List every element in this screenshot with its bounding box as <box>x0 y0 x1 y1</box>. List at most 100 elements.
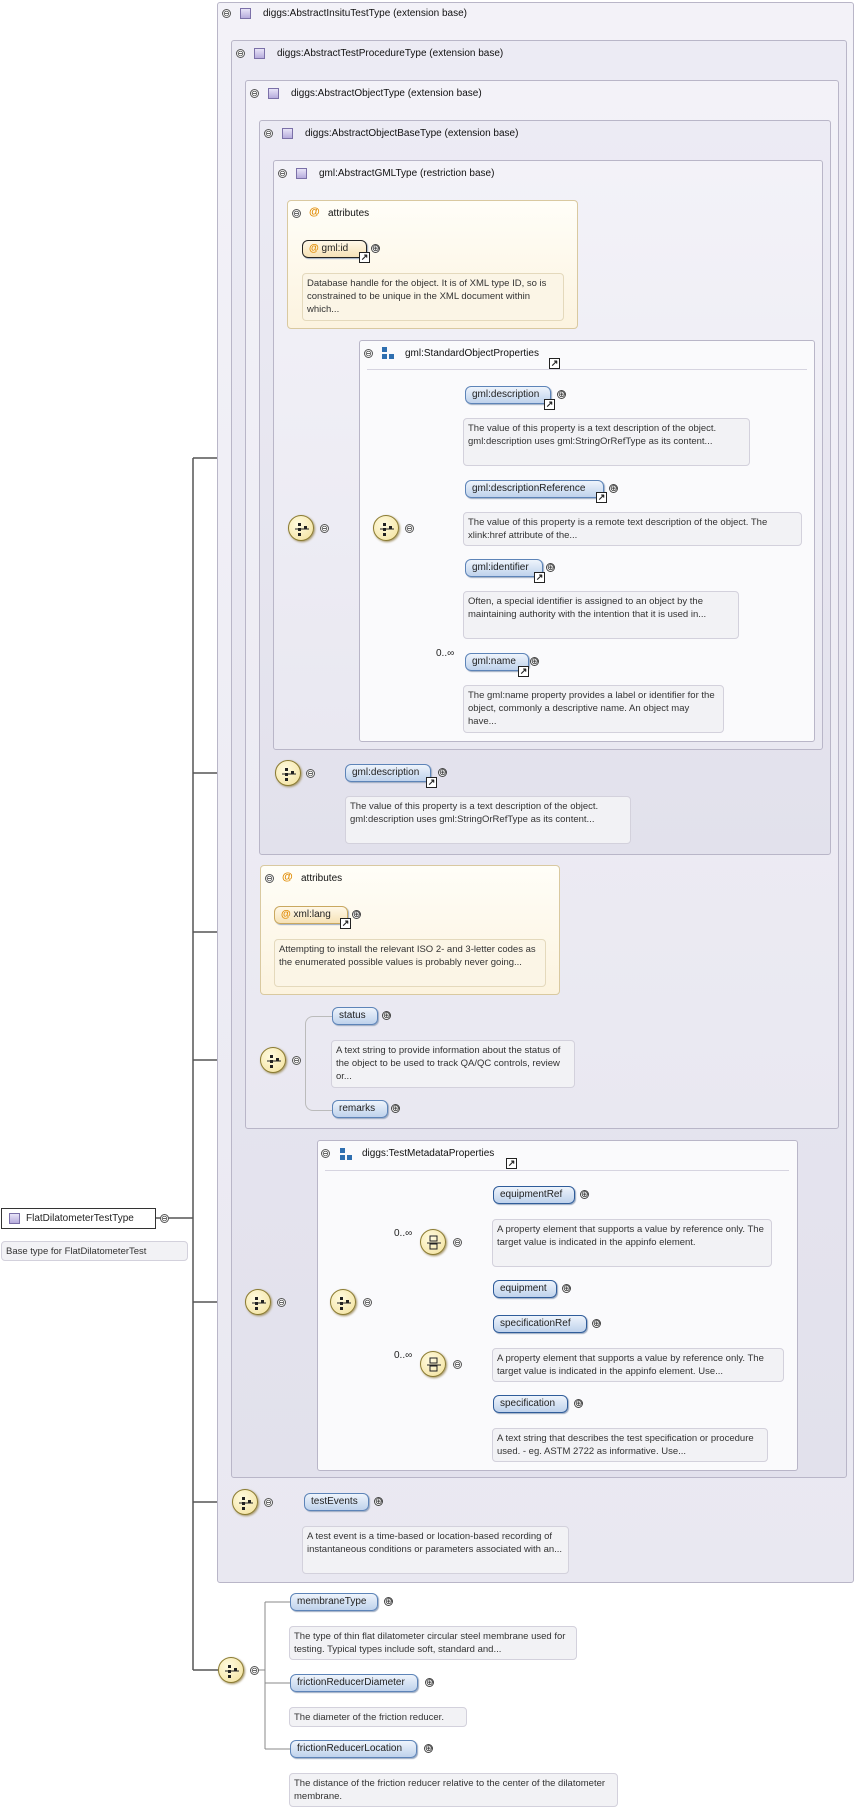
link-arrow-icon[interactable]: ↗ <box>359 252 370 263</box>
collapse-toggle[interactable]: ⊖ <box>453 1360 462 1369</box>
complex-type-icon <box>268 88 279 99</box>
attributes-title: attributes <box>328 208 370 219</box>
expand-plus-icon[interactable]: ⊕ <box>580 1189 589 1199</box>
friction-reducer-location-doc: The distance of the friction reducer rel… <box>289 1773 618 1807</box>
choice-compositor-icon[interactable] <box>420 1229 446 1255</box>
status-doc: A text string to provide information abo… <box>331 1040 575 1088</box>
expand-plus-icon[interactable]: ⊕ <box>562 1283 571 1293</box>
choice-compositor-icon[interactable] <box>420 1351 446 1377</box>
base-label-insitu: diggs:AbstractInsituTestType (extension … <box>263 8 467 19</box>
collapse-toggle[interactable]: ⊖ <box>264 1498 273 1507</box>
attributes-title: attributes <box>301 873 343 884</box>
collapse-toggle[interactable]: ⊖ <box>236 49 245 58</box>
base-label-test-procedure: diggs:AbstractTestProcedureType (extensi… <box>277 48 504 59</box>
expand-plus-icon[interactable]: ⊕ <box>424 1743 433 1753</box>
gml-description-element[interactable]: gml:description <box>465 386 551 404</box>
collapse-toggle[interactable]: ⊖ <box>250 1666 259 1675</box>
complex-type-icon <box>9 1213 20 1224</box>
sequence-compositor-icon[interactable] <box>288 515 314 541</box>
collapse-toggle[interactable]: ⊖ <box>277 1298 286 1307</box>
link-arrow-icon[interactable]: ↗ <box>596 492 607 503</box>
collapse-toggle[interactable]: ⊖ <box>405 524 414 533</box>
friction-reducer-location-element[interactable]: frictionReducerLocation <box>290 1740 417 1758</box>
gml-identifier-element[interactable]: gml:identifier <box>465 559 543 577</box>
complex-type-icon <box>296 168 307 179</box>
sequence-compositor-icon[interactable] <box>245 1289 271 1315</box>
sequence-compositor-icon[interactable] <box>373 515 399 541</box>
sequence-compositor-icon[interactable] <box>218 1657 244 1683</box>
expand-plus-icon[interactable]: ⊕ <box>557 389 566 399</box>
sequence-compositor-icon[interactable] <box>260 1047 286 1073</box>
test-events-element[interactable]: testEvents <box>304 1493 369 1511</box>
root-type-doc: Base type for FlatDilatometerTest <box>1 1241 188 1261</box>
collapse-toggle[interactable]: ⊖ <box>320 524 329 533</box>
collapse-toggle[interactable]: ⊖ <box>321 1149 330 1158</box>
expand-plus-icon[interactable]: ⊕ <box>425 1677 434 1687</box>
expand-plus-icon[interactable]: ⊕ <box>438 767 447 777</box>
membrane-type-doc: The type of thin flat dilatometer circul… <box>289 1626 577 1660</box>
root-type-node[interactable]: FlatDilatometerTestType <box>1 1208 156 1229</box>
link-arrow-icon[interactable]: ↗ <box>534 572 545 583</box>
remarks-element[interactable]: remarks <box>332 1100 388 1118</box>
expand-plus-icon[interactable]: ⊕ <box>352 909 361 919</box>
complex-type-icon <box>282 128 293 139</box>
link-arrow-icon[interactable]: ↗ <box>544 399 555 410</box>
specification-ref-element[interactable]: specificationRef <box>493 1315 587 1333</box>
attribute-icon: @ <box>281 909 291 920</box>
occurrence-label: 0..∞ <box>436 648 455 659</box>
sequence-compositor-icon[interactable] <box>330 1289 356 1315</box>
expand-plus-icon[interactable]: ⊕ <box>592 1318 601 1328</box>
gml-description-reference-element[interactable]: gml:descriptionReference <box>465 480 604 498</box>
membrane-type-element[interactable]: membraneType <box>290 1593 378 1611</box>
gml-id-doc: Database handle for the object. It is of… <box>302 273 564 321</box>
expand-plus-icon[interactable]: ⊕ <box>530 656 539 666</box>
specification-element[interactable]: specification <box>493 1395 568 1413</box>
expand-plus-icon[interactable]: ⊕ <box>374 1496 383 1506</box>
sequence-compositor-icon[interactable] <box>232 1489 258 1515</box>
collapse-toggle[interactable]: ⊖ <box>453 1238 462 1247</box>
expand-plus-icon[interactable]: ⊕ <box>574 1398 583 1408</box>
gml-name-doc: The gml:name property provides a label o… <box>463 685 724 733</box>
collapse-toggle[interactable]: ⊖ <box>363 1298 372 1307</box>
equipment-ref-element[interactable]: equipmentRef <box>493 1186 575 1204</box>
friction-reducer-diameter-doc: The diameter of the friction reducer. <box>289 1707 467 1727</box>
collapse-toggle[interactable]: ⊖ <box>160 1214 169 1223</box>
equipment-element[interactable]: equipment <box>493 1280 557 1298</box>
xml-lang-attribute[interactable]: @ xml:lang <box>274 906 348 924</box>
object-base-description-element[interactable]: gml:description <box>345 764 431 782</box>
collapse-toggle[interactable]: ⊖ <box>265 874 274 883</box>
expand-plus-icon[interactable]: ⊕ <box>382 1010 391 1020</box>
attribute-name: xml:lang <box>293 909 331 920</box>
link-arrow-icon[interactable]: ↗ <box>426 777 437 788</box>
gml-identifier-doc: Often, a special identifier is assigned … <box>463 591 739 639</box>
collapse-toggle[interactable]: ⊖ <box>250 89 259 98</box>
link-arrow-icon[interactable]: ↗ <box>506 1158 517 1169</box>
friction-reducer-diameter-element[interactable]: frictionReducerDiameter <box>290 1674 418 1692</box>
link-arrow-icon[interactable]: ↗ <box>518 666 529 677</box>
collapse-toggle[interactable]: ⊖ <box>292 1056 301 1065</box>
link-arrow-icon[interactable]: ↗ <box>340 918 351 929</box>
expand-plus-icon[interactable]: ⊕ <box>391 1103 400 1113</box>
test-events-doc: A test event is a time-based or location… <box>302 1526 569 1574</box>
gml-id-attribute[interactable]: @ gml:id <box>302 240 367 258</box>
collapse-toggle[interactable]: ⊖ <box>292 209 301 218</box>
collapse-toggle[interactable]: ⊖ <box>364 349 373 358</box>
gml-description-reference-doc: The value of this property is a remote t… <box>463 512 802 546</box>
divider <box>367 369 807 370</box>
collapse-toggle[interactable]: ⊖ <box>306 769 315 778</box>
base-label-gml: gml:AbstractGMLType (restriction base) <box>319 168 495 179</box>
expand-plus-icon[interactable]: ⊕ <box>609 483 618 493</box>
collapse-toggle[interactable]: ⊖ <box>264 129 273 138</box>
collapse-toggle[interactable]: ⊖ <box>222 9 231 18</box>
attribute-name: gml:id <box>321 243 349 254</box>
expand-plus-icon[interactable]: ⊕ <box>384 1596 393 1606</box>
sequence-compositor-icon[interactable] <box>275 760 301 786</box>
expand-plus-icon[interactable]: ⊕ <box>371 243 380 253</box>
collapse-toggle[interactable]: ⊖ <box>278 169 287 178</box>
attribute-icon: @ <box>309 243 319 254</box>
gml-name-element[interactable]: gml:name <box>465 653 529 671</box>
link-arrow-icon[interactable]: ↗ <box>549 358 560 369</box>
object-base-description-doc: The value of this property is a text des… <box>345 796 631 844</box>
status-element[interactable]: status <box>332 1007 378 1025</box>
expand-plus-icon[interactable]: ⊕ <box>546 562 555 572</box>
